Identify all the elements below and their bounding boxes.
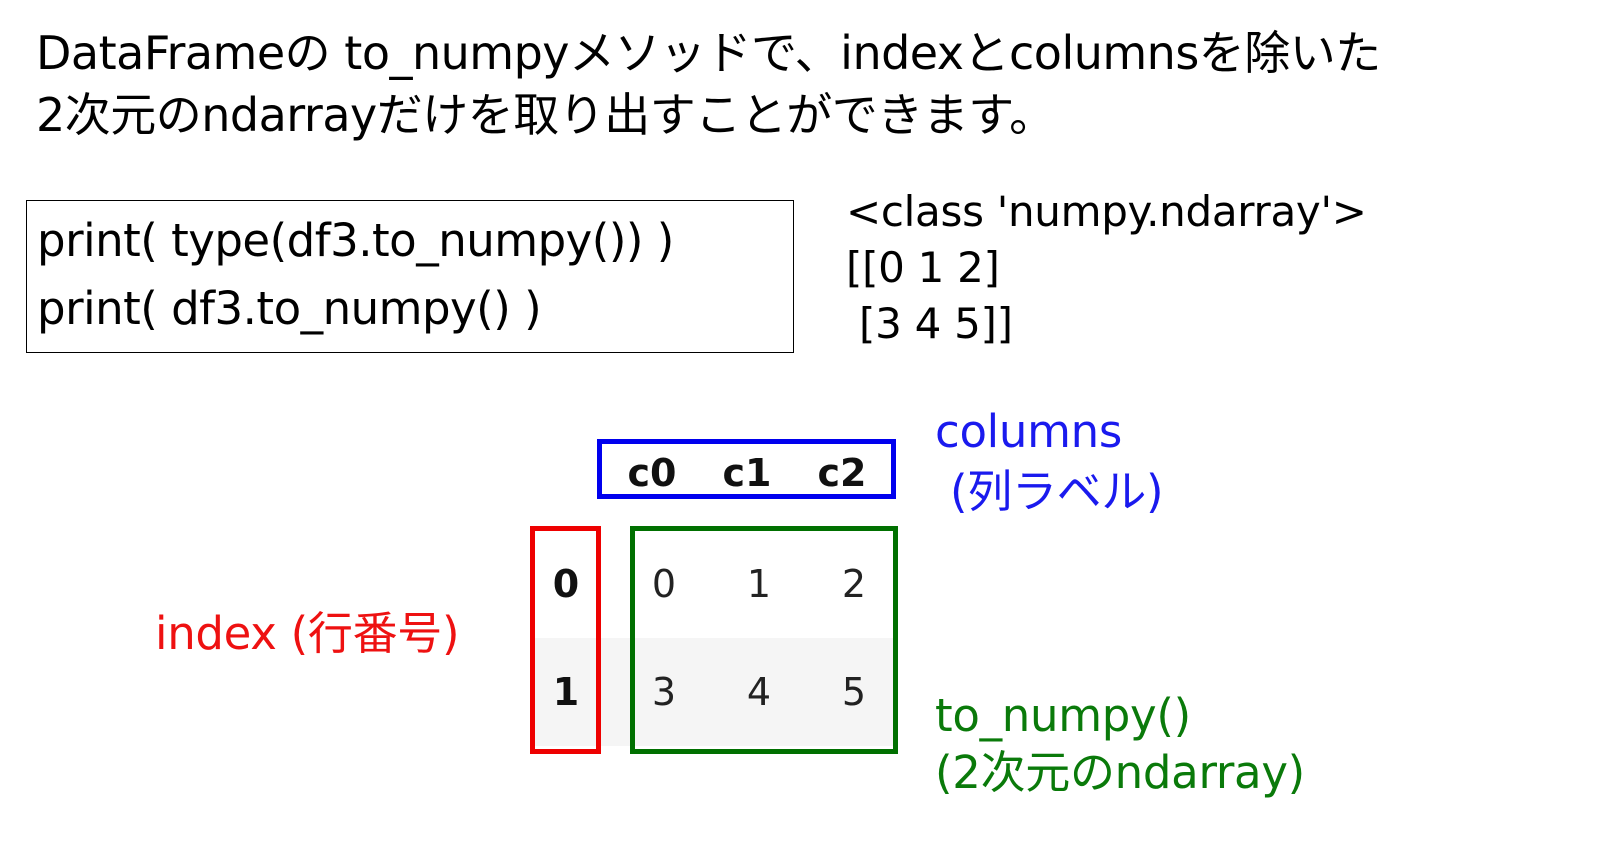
index-cell-1: 1 (552, 670, 580, 714)
output-line-1: <class 'numpy.ndarray'> (846, 187, 1367, 236)
output-block: <class 'numpy.ndarray'> [[0 1 2] [3 4 5]] (846, 184, 1367, 352)
code-box: print( type(df3.to_numpy()) ) print( df3… (26, 200, 794, 353)
table-row: 0 0 1 2 (532, 530, 894, 638)
value-cell: 5 (841, 670, 867, 714)
value-cell: 1 (746, 562, 772, 606)
heading: DataFrameの to_numpyメソッドで、indexとcolumnsを除… (36, 22, 1586, 146)
columns-sublabel: (列ラベル) (950, 465, 1164, 518)
heading-line-2: 2次元のndarrayだけを取り出すことができます。 (36, 88, 1055, 142)
index-highlight-frame (530, 526, 601, 754)
columns-label: columns (935, 405, 1122, 458)
code-line-1: print( type(df3.to_numpy()) ) (37, 214, 674, 267)
index-cell-0: 0 (552, 562, 580, 606)
heading-line-1: DataFrameの to_numpyメソッドで、indexとcolumnsを除… (36, 26, 1381, 80)
to-numpy-sublabel: (2次元のndarray) (935, 746, 1305, 799)
value-cell: 2 (841, 562, 867, 606)
code-line-2: print( df3.to_numpy() ) (37, 282, 542, 335)
column-header-c0: c0 (627, 451, 677, 495)
table-row: 1 3 4 5 (532, 638, 894, 746)
to-numpy-label: to_numpy() (935, 689, 1191, 742)
value-cell: 0 (651, 562, 677, 606)
column-header-c2: c2 (817, 451, 867, 495)
value-cell: 4 (746, 670, 772, 714)
output-line-2: [[0 1 2] (846, 243, 1000, 292)
columns-highlight-frame (597, 439, 896, 499)
column-header-c1: c1 (722, 451, 772, 495)
output-line-3: [3 4 5]] (846, 299, 1013, 348)
values-highlight-frame (630, 526, 898, 754)
index-label: index (行番号) (155, 607, 460, 660)
value-cell: 3 (651, 670, 677, 714)
